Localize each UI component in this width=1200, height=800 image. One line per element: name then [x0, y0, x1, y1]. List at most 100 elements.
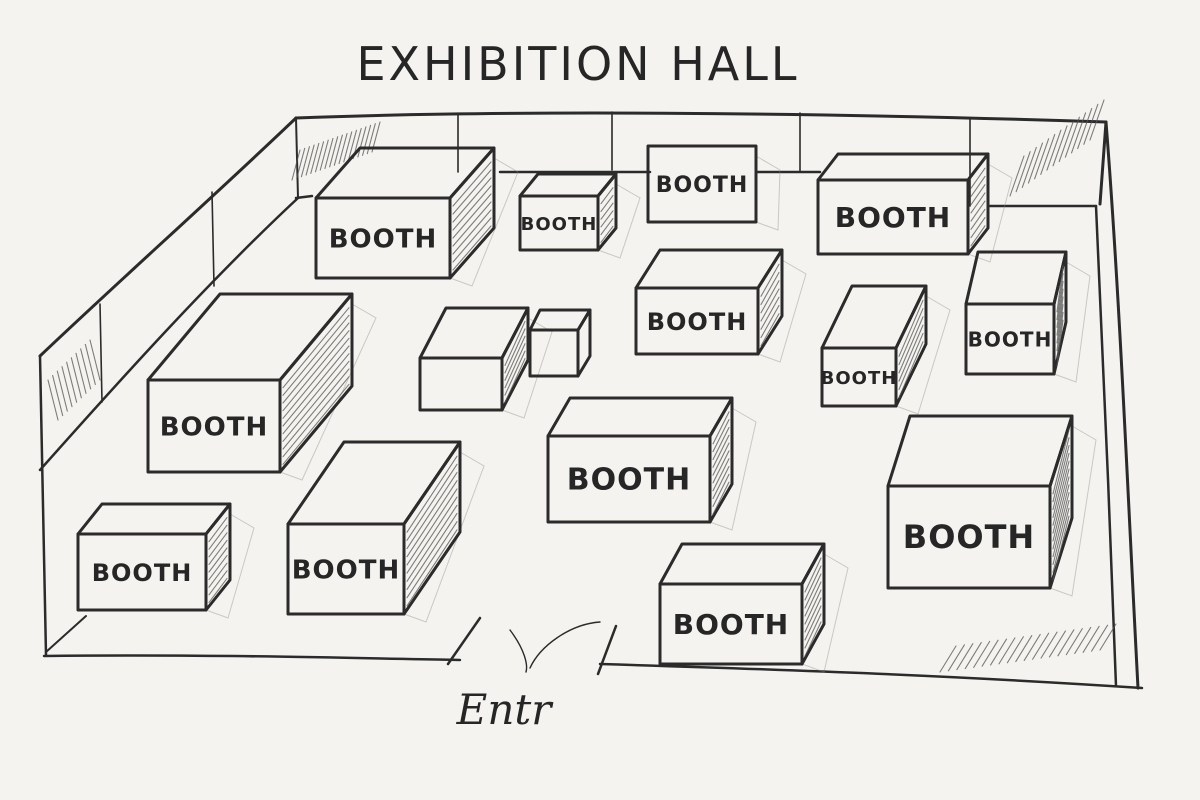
booth-hatch-line: [1052, 507, 1070, 573]
booth-shadow: [205, 513, 255, 619]
booth-9: BOOTH: [964, 250, 1091, 383]
booth-hatch-line: [504, 328, 526, 374]
booth-front-face: [146, 378, 282, 474]
booth-front-face: [418, 356, 504, 412]
booth-hatch-line: [804, 581, 822, 617]
booth-hatch-line: [504, 320, 526, 366]
booth-hatch-line: [1052, 452, 1070, 518]
annex-side-face: [576, 308, 592, 378]
annex-front-face: [528, 328, 580, 378]
booth-shadow: [757, 259, 807, 363]
booth-shadow: [801, 553, 849, 673]
booth-hatch-line: [898, 341, 924, 399]
booth-hatch-line: [282, 360, 350, 442]
booth-hatch-line: [600, 218, 614, 236]
booth-label: BOOTH: [92, 559, 193, 587]
booth-hatch-line: [282, 337, 350, 419]
booth-hatch-line: [712, 434, 730, 468]
booth-shadow: [895, 295, 951, 415]
booth-side-face: [402, 440, 462, 616]
booth-hatch-line: [406, 471, 458, 550]
booth-8: BOOTH: [820, 284, 951, 415]
booth-hatch-line: [406, 504, 458, 582]
booth-top-face: [546, 396, 734, 438]
booth-hatch-line: [712, 481, 730, 515]
booth-hatch-line: [208, 547, 228, 573]
booth-hatch-line: [406, 488, 458, 566]
booth-hatch-line: [1052, 468, 1070, 534]
booth-shadow: [279, 303, 377, 481]
booth-hatch-line: [1052, 460, 1070, 526]
booth-hatch-line: [712, 465, 730, 500]
booth-hatch-line: [282, 368, 350, 450]
booth-hatch-line: [282, 353, 350, 435]
booth-hatch-line: [804, 605, 822, 641]
booth-hatch-line: [208, 555, 228, 581]
booth-hatch-line: [600, 202, 614, 220]
booth-hatch-line: [898, 308, 924, 366]
booth-hatch-line: [898, 324, 924, 382]
booth-hatch-line: [208, 539, 228, 565]
booth-hatch-line: [282, 376, 350, 458]
booth-hatch-line: [712, 426, 730, 461]
booth-top-face: [146, 292, 354, 382]
booth-10: BOOTH: [546, 396, 757, 531]
booth-hatch-line: [406, 455, 458, 533]
booth-hatch-line: [1052, 429, 1070, 495]
booth-hatch-line: [1056, 296, 1064, 344]
booth-label: BOOTH: [673, 608, 789, 641]
booth-hatch-line: [1056, 319, 1064, 367]
booth-top-face: [658, 542, 826, 586]
booth-hatch-line: [804, 621, 822, 657]
booth-shadow: [403, 451, 485, 623]
booth-hatch-line: [1052, 476, 1070, 542]
booth-hatch-line: [208, 570, 228, 596]
booth-hatch-line: [1052, 444, 1070, 511]
booth-hatch-line: [1056, 311, 1064, 359]
booth-6: [418, 306, 553, 419]
booth-hatch-line: [282, 322, 350, 404]
booth-hatch-line: [760, 271, 780, 306]
booth-hatch-line: [504, 358, 526, 404]
booth-hatch-line: [282, 345, 350, 427]
booth-hatch-line: [970, 225, 986, 247]
booth-front-face: [816, 178, 970, 256]
booth-front-face: [646, 144, 758, 224]
booth-3: BOOTH: [646, 144, 781, 231]
booth-hatch-line: [712, 450, 730, 484]
booth-hatch-line: [970, 184, 986, 206]
booth-hatch-line: [504, 335, 526, 381]
booth-hatch-line: [1052, 492, 1070, 558]
booth-hatch-line: [406, 463, 458, 541]
booth-14: BOOTH: [658, 542, 849, 673]
booth-2: BOOTH: [518, 172, 641, 259]
booth-hatch-line: [804, 597, 822, 633]
booth-hatch-line: [406, 521, 458, 599]
entrance-label: Entr: [456, 685, 555, 734]
booth-front-face: [546, 434, 712, 524]
booth-hatch-line: [1056, 273, 1064, 321]
booth-hatch-line: [712, 419, 730, 453]
booth-shadow: [597, 183, 641, 259]
booth-hatch-line: [712, 458, 730, 492]
booth-12: BOOTH: [76, 502, 255, 619]
booth-5: BOOTH: [634, 248, 807, 363]
booth-front-face: [886, 484, 1052, 590]
wall-shading: [47, 99, 1117, 673]
booth-hatch-line: [282, 330, 350, 412]
booth-label: BOOTH: [656, 173, 749, 198]
booth-hatch-line: [760, 263, 780, 297]
booth-hatch-line: [406, 529, 458, 607]
booth-label: BOOTH: [329, 225, 438, 255]
booth-front-face: [76, 532, 208, 612]
booth-hatch-line: [898, 332, 924, 390]
booth-top-face: [314, 146, 496, 200]
booth-label: BOOTH: [821, 368, 898, 389]
booth-hatch-line: [452, 161, 492, 207]
booth-hatch-line: [760, 288, 780, 322]
booth-hatch-line: [504, 343, 526, 389]
booth-hatch-line: [452, 185, 492, 231]
booth-hatch-line: [504, 350, 526, 396]
